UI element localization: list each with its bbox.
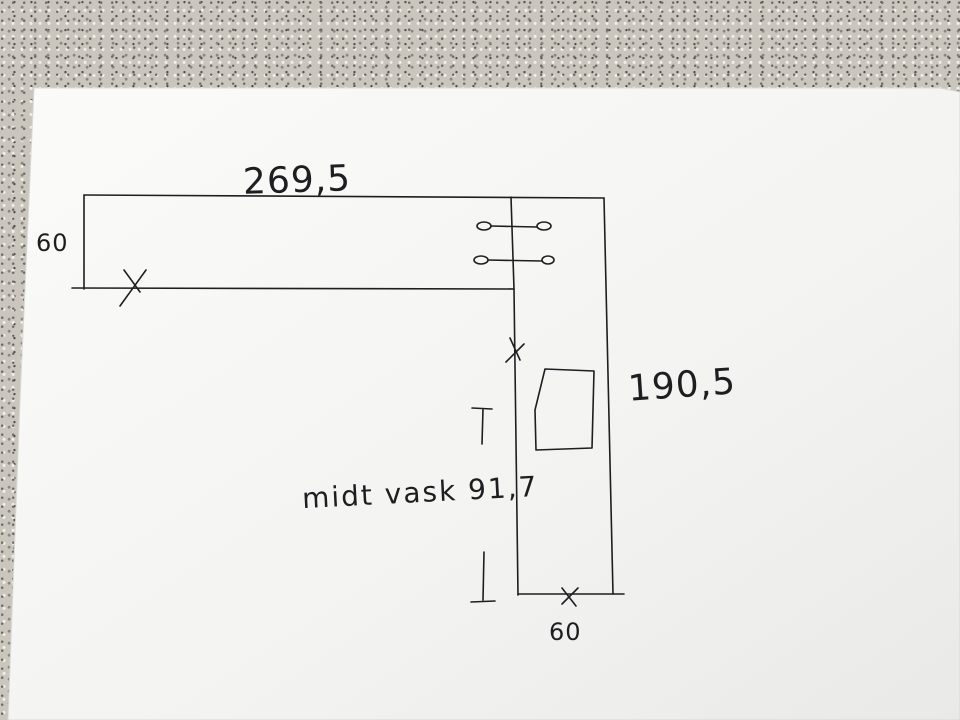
top-counter-top-edge [83,194,605,199]
sink-cutout [534,368,595,451]
left-depth-label: 60 [36,229,69,257]
midpoint-bottom-mark [470,551,496,603]
right-leg-outer-edge [603,197,614,595]
hole-link-1 [490,225,538,228]
x-mark-top-left [119,269,147,307]
top-length-label: 269,5 [242,158,352,203]
x-mark-corner [505,337,525,363]
right-leg-inner-edge [510,196,519,596]
paper-shape [7,87,960,720]
right-length-label: 190,5 [626,361,738,410]
x-mark-bottom [561,587,579,607]
hole-4 [541,255,555,265]
midpoint-top-mark [471,407,493,445]
hole-link-2 [487,259,543,262]
countertop-sketch [71,194,625,607]
top-counter-bottom-edge [71,287,515,290]
hole-2 [536,221,552,231]
bottom-depth-label: 60 [549,618,582,646]
